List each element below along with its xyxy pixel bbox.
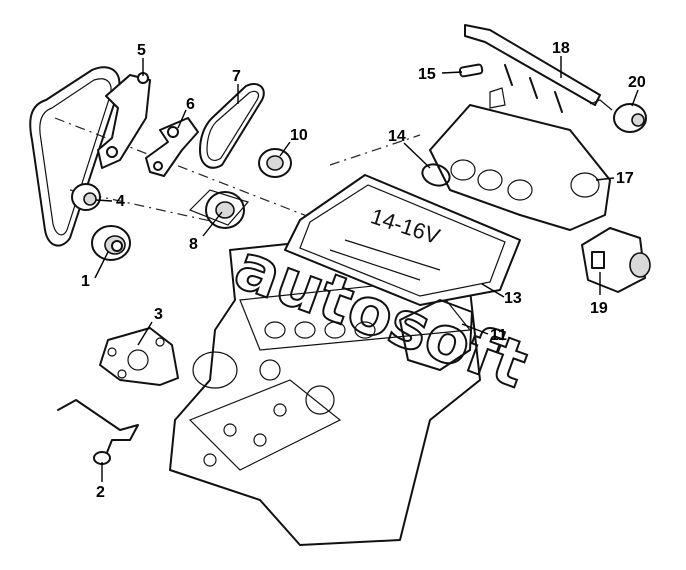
idler-roller [71,183,101,211]
cylinder-head-cover [284,174,521,306]
callout-4: 4 [116,193,125,210]
timing-belt-inner [199,82,265,169]
crank-pulley [91,225,131,261]
timing-belt-outer [29,66,121,247]
callout-13: 13 [504,290,522,307]
tensioner-pulley [258,148,292,178]
callout-14: 14 [388,128,406,145]
engine-block [169,229,481,546]
callout-17: 17 [616,170,634,187]
engine-bracket [145,117,199,177]
callout-8: 8 [189,236,198,253]
fuel-injector [458,63,484,78]
callout-6: 6 [186,96,195,113]
callout-2: 2 [96,484,105,501]
gasket-ring [421,163,451,187]
callout-18: 18 [552,40,570,57]
oil-pickup-tube [57,399,139,465]
callout-19: 19 [590,300,608,317]
callout-20: 20 [628,74,646,91]
timing-cover [399,299,473,371]
callout-1: 1 [81,273,90,290]
callout-3: 3 [154,306,163,323]
camshaft-sprocket [188,189,250,229]
callout-11: 11 [490,327,507,344]
callout-10: 10 [290,127,308,144]
tensioner-bracket [97,72,151,169]
oil-pump [99,327,179,386]
callout-15: 15 [418,66,436,83]
fuel-rail [464,24,601,113]
throttle-body [581,227,651,293]
callouts: 1 2 3 4 5 6 7 8 10 11 13 14 15 17 18 19 [81,40,646,501]
intake-manifold [429,87,611,231]
callout-5: 5 [137,42,146,59]
callout-7: 7 [232,68,241,85]
fuel-pressure-regulator [589,99,647,133]
